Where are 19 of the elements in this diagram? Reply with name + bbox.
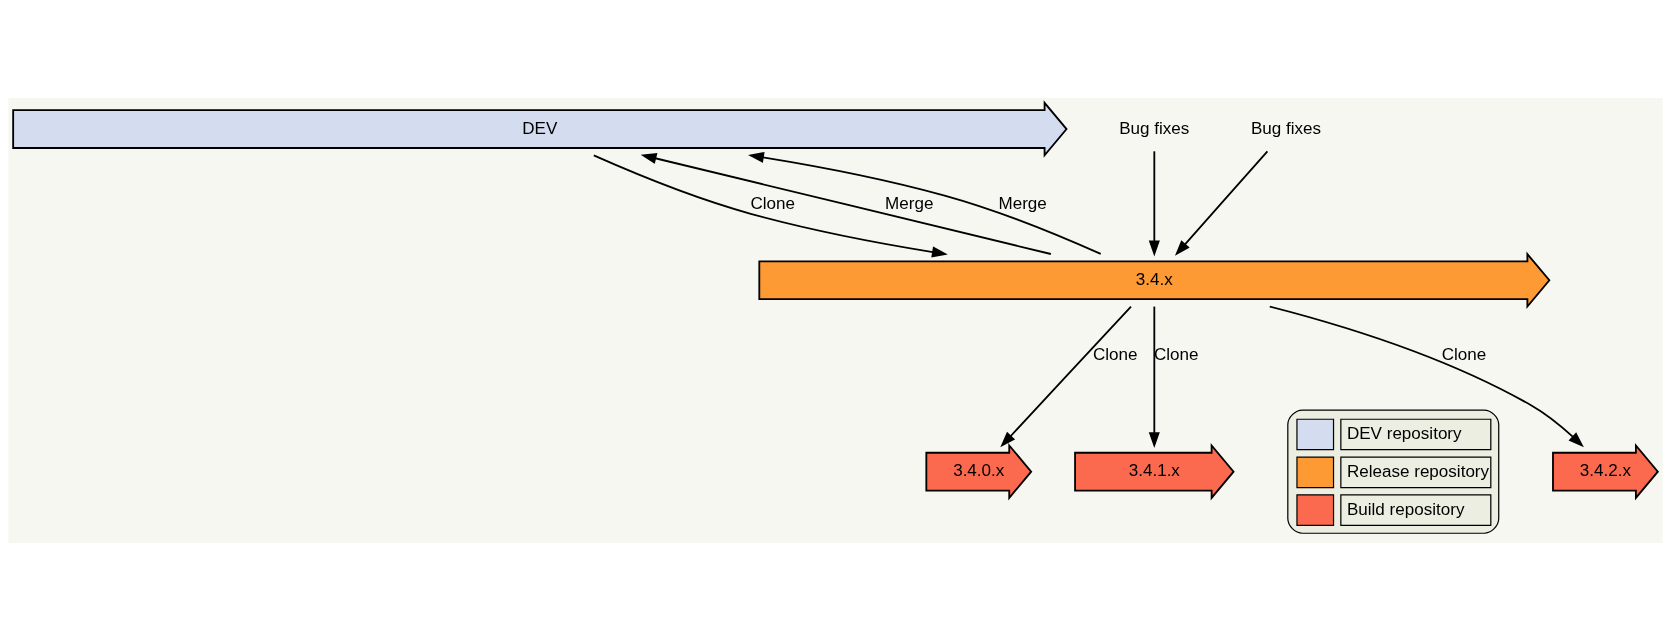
arrow bbox=[592, 154, 948, 257]
arrow bbox=[1148, 149, 1160, 256]
legend-label: DEV repository bbox=[1346, 423, 1462, 443]
edge-label: Clone bbox=[750, 193, 795, 213]
legend-label: Build repository bbox=[1346, 499, 1465, 519]
edge-label: Merge bbox=[885, 193, 934, 213]
node-text: Bug fixes bbox=[1119, 118, 1190, 138]
legend-label: Release repository bbox=[1346, 461, 1490, 481]
arrow bbox=[640, 152, 1052, 255]
edge-label: Merge bbox=[998, 193, 1047, 213]
edge-label: Clone bbox=[1153, 344, 1199, 364]
node-text: Bug fixes bbox=[1250, 118, 1322, 138]
arrow bbox=[1000, 305, 1132, 447]
edge-label: Clone bbox=[1093, 344, 1138, 364]
arrow bbox=[1148, 305, 1160, 448]
arrow bbox=[1174, 149, 1269, 256]
arrow bbox=[748, 151, 1102, 255]
arrow bbox=[1268, 305, 1584, 447]
edge-label: Clone bbox=[1441, 344, 1487, 364]
